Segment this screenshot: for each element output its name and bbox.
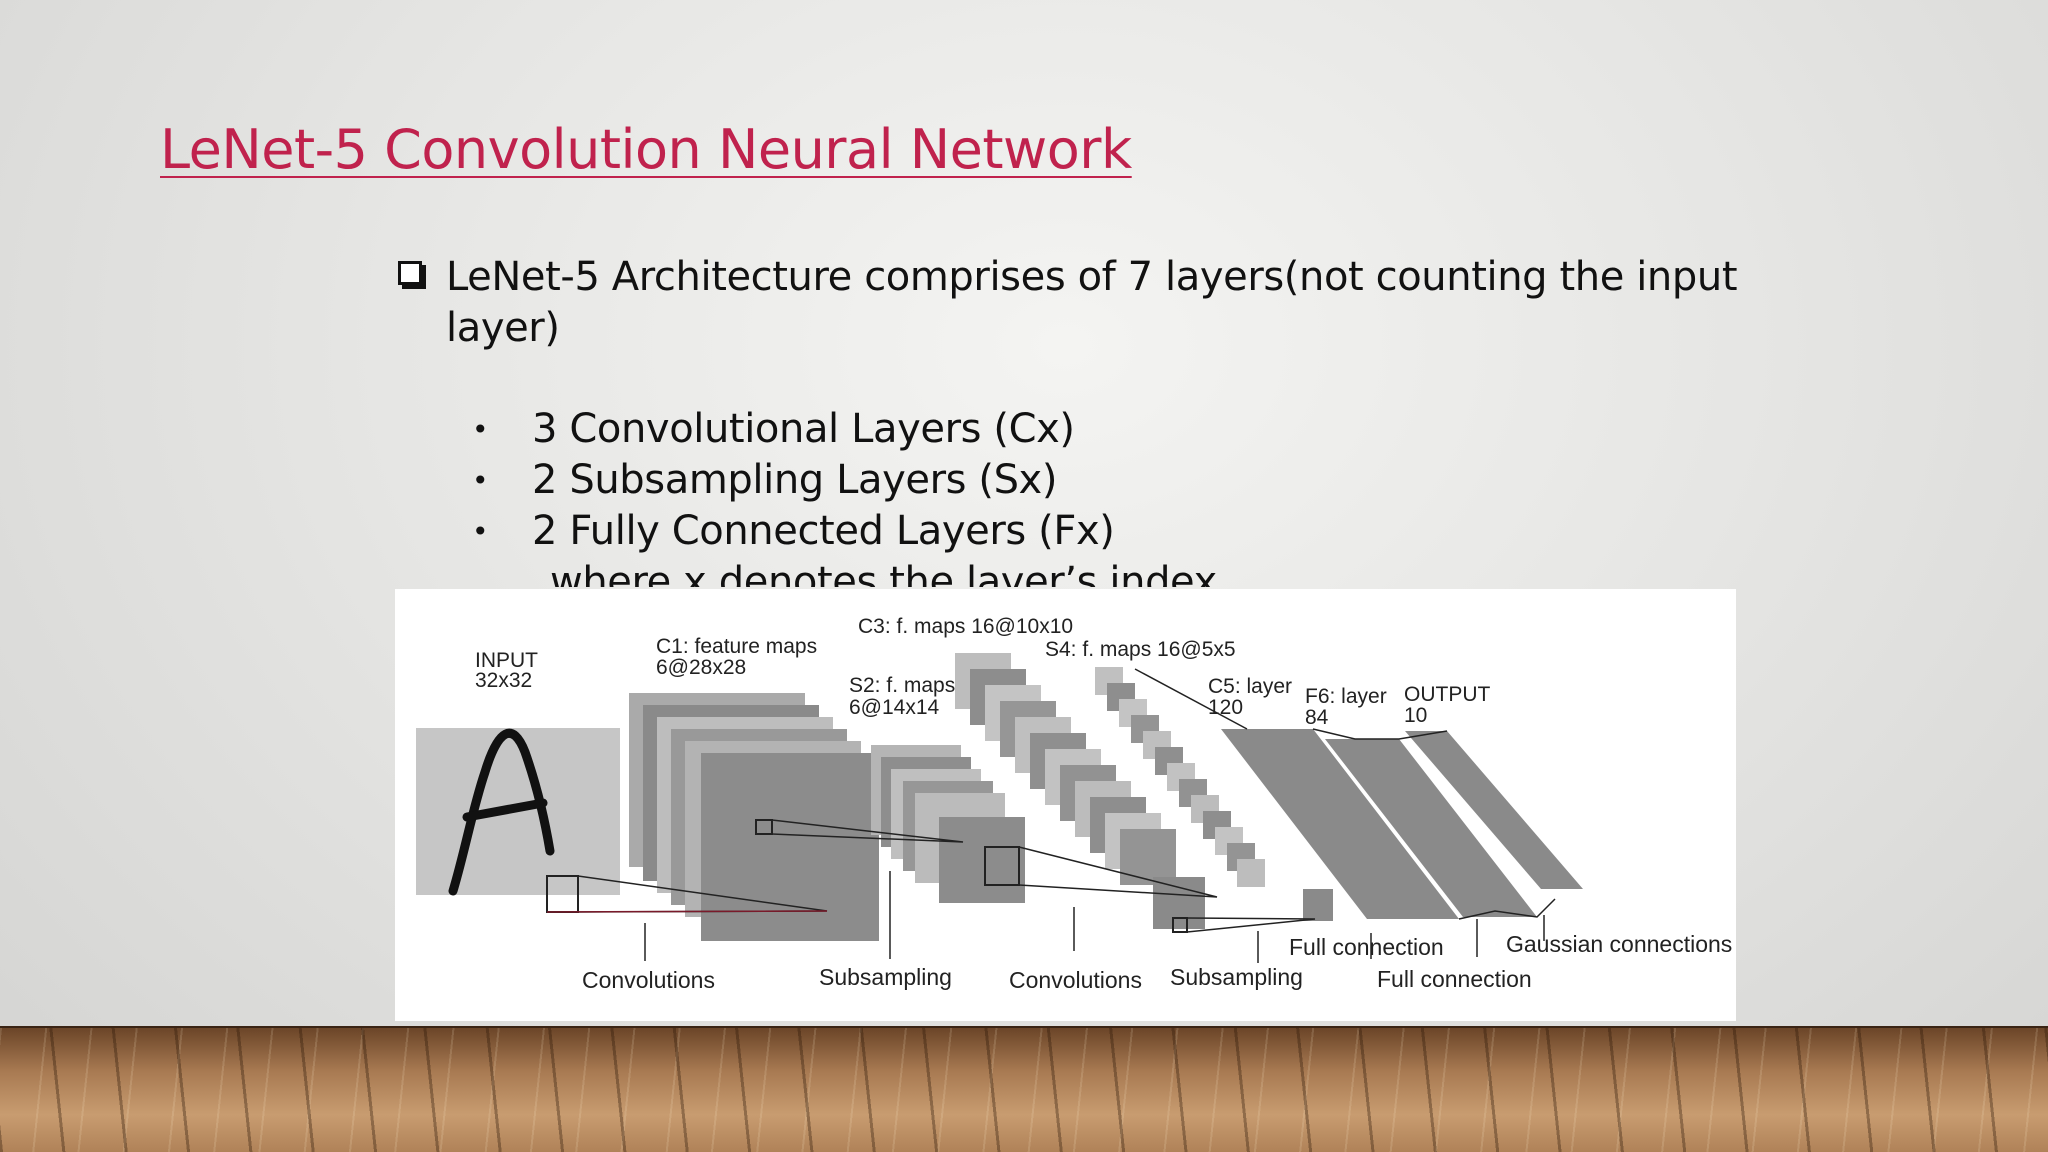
checkbox-bullet-icon — [398, 261, 422, 285]
subsampling-label-1: Subsampling — [819, 964, 952, 990]
c3-label: C3: f. maps 16@10x10 — [858, 615, 1074, 638]
f6-label: F6: layer 84 — [1305, 685, 1387, 729]
main-bullet: LeNet-5 Architecture comprises of 7 laye… — [398, 252, 1738, 354]
f6-band — [1325, 739, 1537, 917]
s2-feature-maps — [871, 745, 1025, 903]
lenet-architecture-figure: INPUT 32x32 C1: feature maps 6@28x28 S2:… — [395, 589, 1736, 1021]
convolutions-label-2: Convolutions — [1009, 967, 1142, 993]
list-item-text: 2 Subsampling Layers (Sx) — [532, 457, 1058, 503]
c5-label: C5: layer 120 — [1208, 675, 1293, 719]
list-item-text: 2 Fully Connected Layers (Fx) — [532, 508, 1115, 554]
input-label: INPUT 32x32 — [475, 649, 538, 692]
s2-label: S2: f. maps 6@14x14 — [849, 674, 956, 719]
c5-band — [1221, 729, 1459, 919]
c1-label: C1: feature maps 6@28x28 — [656, 635, 818, 679]
bullet-dot-icon: • — [472, 413, 489, 446]
s4-label: S4: f. maps 16@5x5 — [1045, 638, 1236, 661]
bullet-dot-icon: • — [472, 464, 489, 497]
s4-feature-maps — [1095, 667, 1333, 921]
architecture-diagram — [416, 653, 1583, 963]
note-clip: where x denotes the layer’s index. — [520, 555, 1320, 587]
c3-feature-maps — [955, 653, 1205, 929]
slide-title: LeNet-5 Convolution Neural Network — [160, 118, 1132, 181]
full-connection-label-2: Full connection — [1377, 966, 1532, 992]
full-connection-label-1: Full connection — [1289, 934, 1444, 960]
convolutions-label-1: Convolutions — [582, 967, 715, 993]
label-ticks — [644, 871, 1545, 963]
output-band — [1405, 731, 1583, 889]
gaussian-connections-label: Gaussian connections — [1506, 931, 1733, 957]
main-bullet-text: LeNet-5 Architecture comprises of 7 laye… — [446, 254, 1738, 351]
c1-feature-maps — [629, 693, 879, 941]
bullet-dot-icon: • — [472, 515, 489, 548]
index-note: where x denotes the layer’s index. — [550, 559, 1230, 587]
subsampling-label-2: Subsampling — [1170, 964, 1303, 990]
list-item-text: 3 Convolutional Layers (Cx) — [532, 406, 1075, 452]
wood-floor-decoration — [0, 1028, 2048, 1152]
output-label: OUTPUT 10 — [1404, 683, 1491, 727]
